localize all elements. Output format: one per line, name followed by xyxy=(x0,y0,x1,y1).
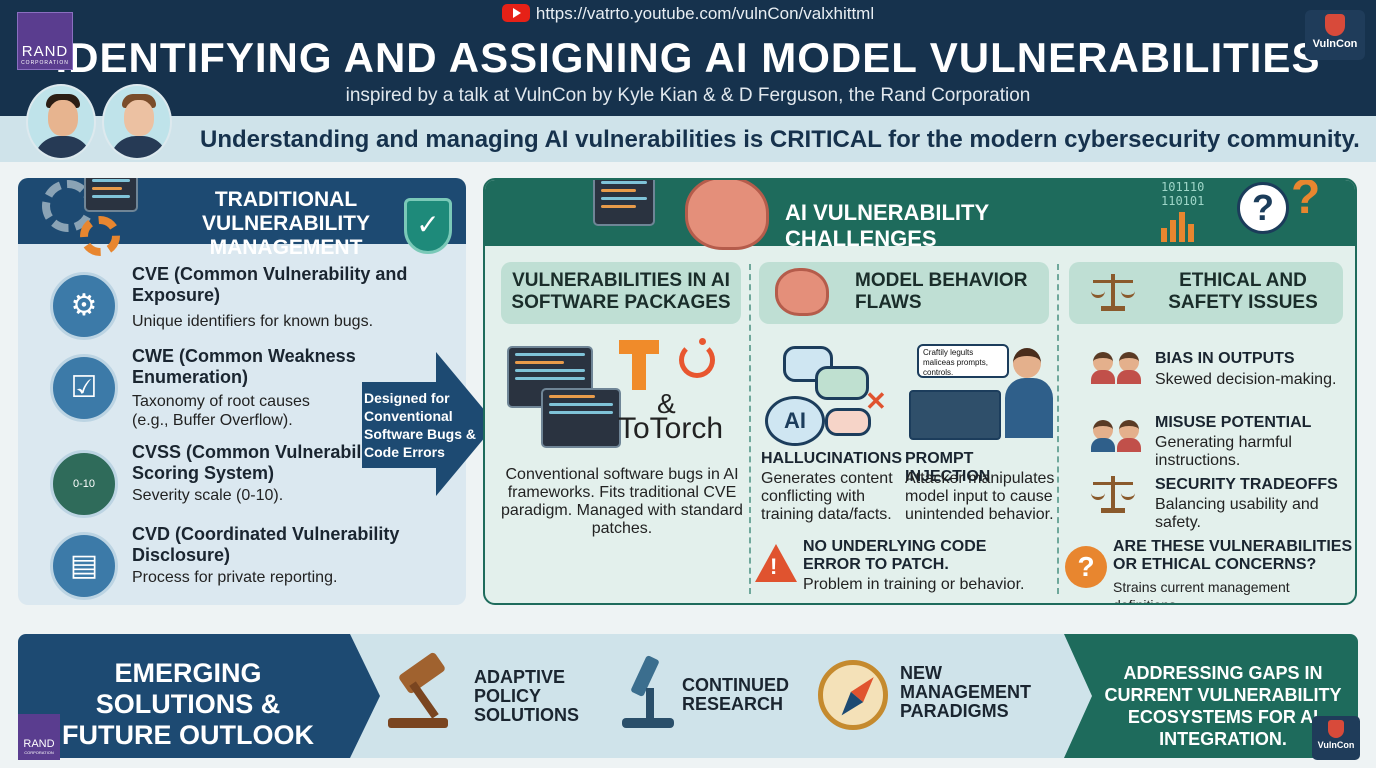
clipboard-icon: ☑ xyxy=(50,354,118,422)
shield-icon xyxy=(1328,720,1344,738)
conclusion-text: ADDRESSING GAPS IN CURRENT VULNERABILITY… xyxy=(1104,663,1342,749)
compass-icon xyxy=(818,660,888,730)
traditional-header: TRADITIONAL VULNERABILITY MANAGEMENT xyxy=(18,178,466,259)
header: https://vatrto.youtube.com/vulnCon/valxh… xyxy=(0,0,1376,116)
divider xyxy=(1057,264,1059,594)
ethical-issues-header: ETHICAL AND SAFETY ISSUES xyxy=(1069,262,1343,324)
code-window-icon xyxy=(593,180,655,226)
error-bubble-icon xyxy=(825,408,871,436)
solutions-title: EMERGING SOLUTIONS & FUTURE OUTLOOK xyxy=(62,658,314,750)
ampersand: & xyxy=(657,388,676,419)
arrow-label: Designed for Conventional Software Bugs … xyxy=(364,390,477,460)
step-research: CONTINUED RESEARCH xyxy=(682,675,789,714)
shield-icon xyxy=(1325,14,1345,36)
software-packages-desc: Conventional software bugs in AI framewo… xyxy=(501,466,743,537)
rand-logo: RAND CORPORATION xyxy=(18,714,60,760)
vulncon-logo: VulnCon xyxy=(1312,716,1360,760)
code-window-icon xyxy=(541,388,621,448)
warning-icon xyxy=(755,544,797,582)
solutions-header: EMERGING SOLUTIONS & FUTURE OUTLOOK xyxy=(18,634,350,758)
divider xyxy=(749,264,751,594)
tensorflow-icon xyxy=(619,340,659,390)
laptop-icon xyxy=(909,390,1001,440)
rand-logo: RAND CORPORATION xyxy=(17,12,73,70)
question-bubble-icon: ? xyxy=(1237,182,1289,234)
software-packages-header: VULNERABILITIES IN AI SOFTWARE PACKAGES xyxy=(501,262,741,324)
vulncon-logo: VulnCon xyxy=(1305,10,1365,60)
page-subtitle: inspired by a talk at VulnCon by Kyle Ki… xyxy=(345,85,1031,106)
solutions-section: EMERGING SOLUTIONS & FUTURE OUTLOOK ADAP… xyxy=(18,634,1358,758)
ai-bubble-icon: AI xyxy=(765,396,825,446)
pytorch-icon xyxy=(679,342,715,378)
warning-mark: ! xyxy=(770,554,778,579)
code-window-icon xyxy=(84,178,138,212)
gauge-icon: 0-10 xyxy=(50,450,118,518)
step-paradigms: NEW MANAGEMENT PARADIGMS xyxy=(900,663,1031,721)
gavel-icon xyxy=(382,651,462,734)
pytorch-dot xyxy=(699,338,706,345)
misuse-people-icon xyxy=(1089,412,1145,452)
bar-chart-icon xyxy=(1161,212,1197,242)
speaker-avatar xyxy=(102,84,172,160)
gear-icon xyxy=(80,216,120,256)
document-shield-icon: ▤ xyxy=(50,532,118,600)
speech-bubble: Craftily legults maliceas prompts, contr… xyxy=(917,344,1009,378)
model-behavior-header: MODEL BEHAVIOR FLAWS xyxy=(759,262,1049,324)
chat-bubble-icon xyxy=(783,346,833,382)
banner: Understanding and managing AI vulnerabil… xyxy=(0,116,1376,162)
traditional-title: TRADITIONAL VULNERABILITY MANAGEMENT xyxy=(202,188,370,259)
scale-icon xyxy=(1091,474,1135,514)
bias-people-icon xyxy=(1089,344,1145,384)
microscope-icon xyxy=(616,652,676,732)
shield-check-icon: ✓ xyxy=(404,198,452,254)
header-arrow xyxy=(350,634,380,758)
video-url[interactable]: https://vatrto.youtube.com/vulnCon/valxh… xyxy=(0,4,1376,24)
question-icon: ? xyxy=(1065,546,1107,588)
conclusion-box xyxy=(1064,634,1358,758)
page-title: IDENTIFYING AND ASSIGNING AI MODEL VULNE… xyxy=(55,34,1321,81)
conclusion-notch xyxy=(1064,634,1092,758)
chat-bubble-icon xyxy=(815,366,869,400)
speaker-avatar xyxy=(26,84,96,160)
step-policy: ADAPTIVE POLICY SOLUTIONS xyxy=(474,667,580,725)
x-icon: ✕ xyxy=(865,386,887,416)
youtube-icon xyxy=(501,4,530,22)
gear-icon: ⚙ xyxy=(50,272,118,340)
brain-icon xyxy=(685,180,769,250)
scale-icon xyxy=(1091,272,1135,312)
banner-text: Understanding and managing AI vulnerabil… xyxy=(200,126,1360,153)
attacker-icon xyxy=(1005,348,1053,438)
ai-challenges-title: AI VULNERABILITY CHALLENGES xyxy=(785,200,989,251)
framework-name: ToTorch xyxy=(618,412,724,445)
question-mark-icon: ? xyxy=(1291,178,1321,224)
brain-icon xyxy=(775,268,829,316)
